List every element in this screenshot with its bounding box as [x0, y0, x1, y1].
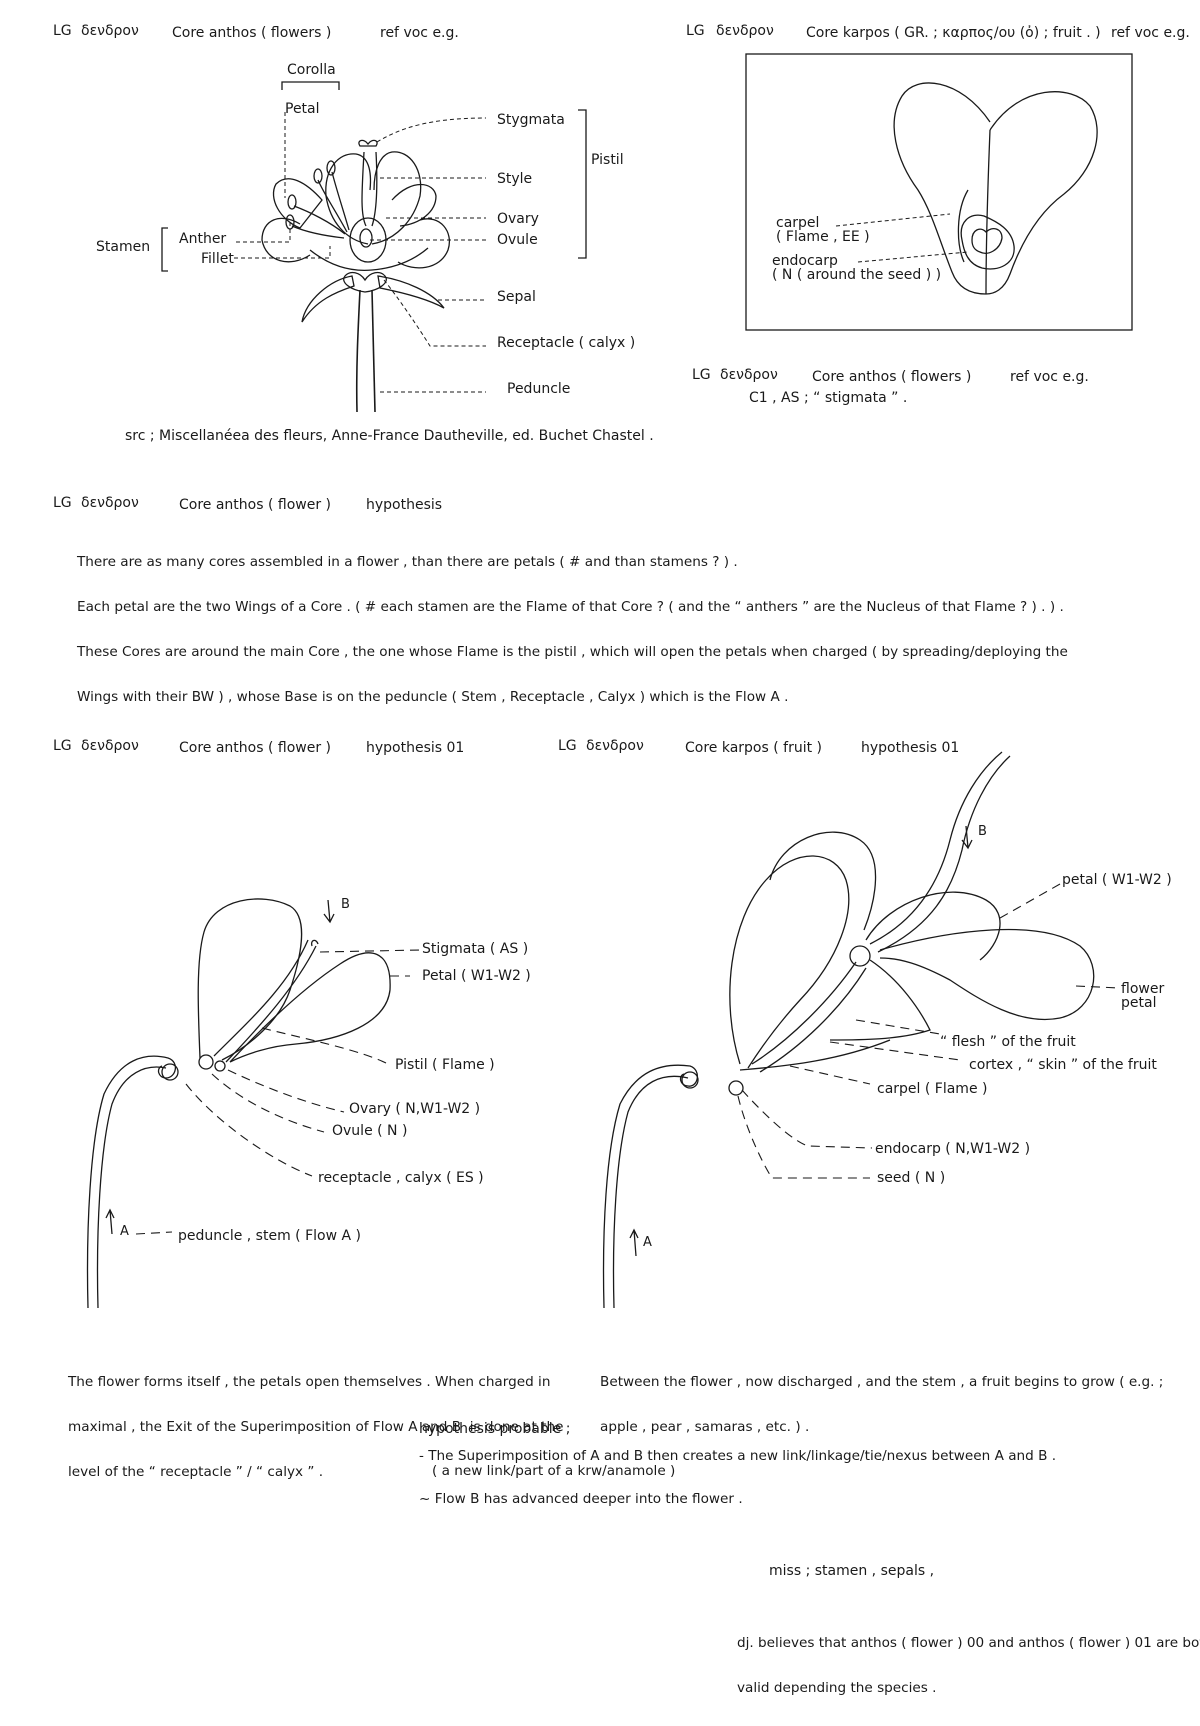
label-ovary: Ovary	[497, 211, 539, 227]
header-dendron: δενδρον	[716, 23, 774, 39]
label-stamen: Stamen	[96, 239, 150, 255]
author-note-line: dj. believes that anthos ( flower ) 00 a…	[737, 1636, 1200, 1651]
header-dendron: δενδρον	[81, 23, 139, 39]
label-fillet: Fillet	[201, 251, 234, 267]
label-peduncle: Peduncle	[507, 381, 570, 397]
label-style: Style	[497, 171, 532, 187]
label-endocarp-note: ( N ( around the seed ) )	[772, 267, 941, 283]
header-lg: LG	[53, 495, 72, 511]
sub-header-lg: LG	[692, 367, 711, 383]
label-receptacle: receptacle , calyx ( ES )	[318, 1170, 484, 1186]
caption-line: The flower forms itself , the petals ope…	[68, 1375, 563, 1390]
miss-note: miss ; stamen , sepals ,	[769, 1563, 934, 1579]
label-stigmata: Stigmata ( AS )	[422, 941, 528, 957]
label-ovule: Ovule	[497, 232, 538, 248]
label-petal: Petal ( W1-W2 )	[422, 968, 531, 984]
label-endocarp: endocarp ( N,W1-W2 )	[875, 1141, 1030, 1157]
sub-header-dendron: δενδρον	[720, 367, 778, 383]
hypothesis-line: There are as many cores assembled in a f…	[77, 555, 1068, 570]
hypothesis-line: These Cores are around the main Core , t…	[77, 645, 1068, 660]
header-dendron: δενδρον	[81, 495, 139, 511]
header-core: Core karpos ( fruit )	[685, 740, 822, 756]
conclusion-title: hypothesis probable ;	[419, 1421, 570, 1437]
label-flow-a: A	[643, 1236, 652, 1251]
caption-line: apple , pear , samaras , etc. ) .	[600, 1420, 1163, 1435]
fruit-hypothesis-drawing	[604, 752, 1120, 1308]
header-core: Core karpos ( GR. ; καρπος/ου (ὀ) ; frui…	[806, 25, 1101, 41]
header-lg: LG	[558, 738, 577, 754]
label-ovary: Ovary ( N,W1-W2 )	[349, 1101, 480, 1117]
header-core: Core anthos ( flower )	[179, 497, 331, 513]
label-stygmata: Stygmata	[497, 112, 565, 128]
header-core: Core anthos ( flowers )	[172, 25, 331, 41]
label-flower-petal-2: petal	[1121, 995, 1156, 1011]
conclusion-line-1b: ( a new link/part of a krw/anamole )	[419, 1464, 675, 1480]
label-receptacle: Receptacle ( calyx )	[497, 335, 635, 351]
conclusion-line-2: ~ Flow B has advanced deeper into the fl…	[419, 1492, 743, 1508]
label-seed: seed ( N )	[877, 1170, 945, 1186]
label-petal: Petal	[285, 101, 320, 117]
hypothesis-text: There are as many cores assembled in a f…	[77, 525, 1068, 735]
sub-header-core: Core anthos ( flowers )	[812, 369, 971, 385]
label-pistil: Pistil	[591, 152, 624, 168]
header-ref: ref voc e.g.	[1111, 25, 1190, 41]
fruit-section-drawing	[746, 54, 1132, 330]
label-pistil: Pistil ( Flame )	[395, 1057, 495, 1073]
label-carpel-note: ( Flame , EE )	[776, 229, 870, 245]
sub-header-ref: ref voc e.g.	[1010, 369, 1089, 385]
label-flesh: “ flesh ” of the fruit	[940, 1034, 1076, 1050]
hypothesis-line: Each petal are the two Wings of a Core .…	[77, 600, 1068, 615]
source-credit: src ; Miscellanéea des fleurs, Anne-Fran…	[125, 428, 654, 444]
label-flow-b: B	[341, 898, 350, 913]
header-tag: hypothesis 01	[861, 740, 959, 756]
label-anther: Anther	[179, 231, 226, 247]
header-dendron: δενδρον	[81, 738, 139, 754]
caption-line: Between the flower , now discharged , an…	[600, 1375, 1163, 1390]
header-core: Core anthos ( flower )	[179, 740, 331, 756]
label-flow-a: A	[120, 1225, 129, 1240]
label-corolla: Corolla	[287, 62, 336, 78]
header-lg: LG	[53, 23, 72, 39]
header-lg: LG	[686, 23, 705, 39]
header-ref: ref voc e.g.	[380, 25, 459, 41]
label-carpel: carpel ( Flame )	[877, 1081, 987, 1097]
author-note: dj. believes that anthos ( flower ) 00 a…	[737, 1606, 1200, 1726]
header-dendron: δενδρον	[586, 738, 644, 754]
hypothesis-line: Wings with their BW ) , whose Base is on…	[77, 690, 1068, 705]
header-lg: LG	[53, 738, 72, 754]
caption-bottom-right: Between the flower , now discharged , an…	[600, 1345, 1163, 1465]
author-note-line: valid depending the species .	[737, 1681, 1200, 1696]
label-cortex: cortex , “ skin ” of the fruit	[969, 1057, 1157, 1073]
sub-note: C1 , AS ; “ stigmata ” .	[749, 390, 907, 406]
header-tag: hypothesis	[366, 497, 442, 513]
label-petal: petal ( W1-W2 )	[1062, 872, 1172, 888]
header-tag: hypothesis 01	[366, 740, 464, 756]
label-peduncle: peduncle , stem ( Flow A )	[178, 1228, 361, 1244]
label-sepal: Sepal	[497, 289, 536, 305]
label-flow-b: B	[978, 825, 987, 840]
label-ovule: Ovule ( N )	[332, 1123, 407, 1139]
